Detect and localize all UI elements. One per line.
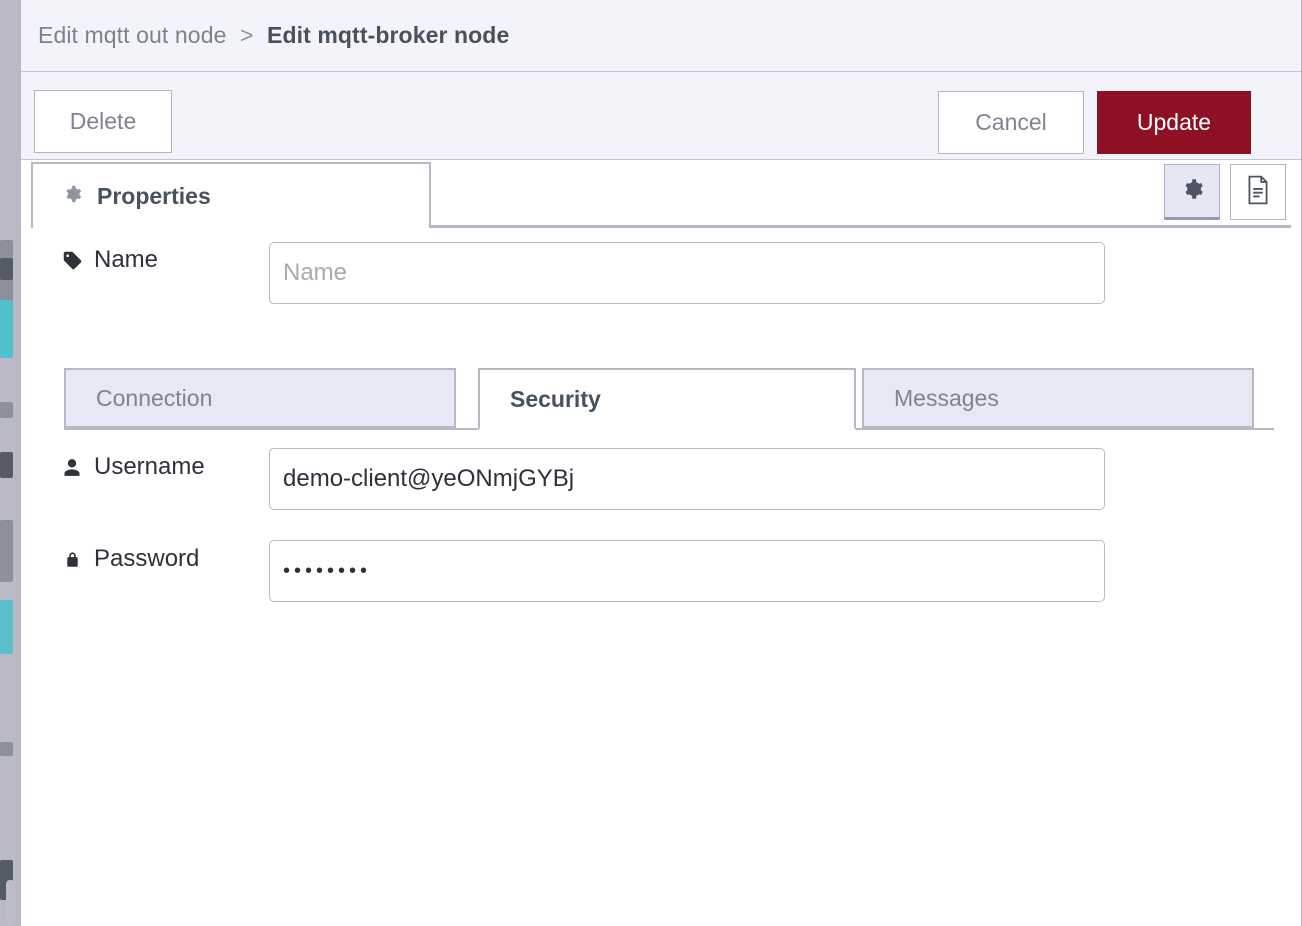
lock-icon: [61, 549, 83, 570]
breadcrumb-parent[interactable]: Edit mqtt out node: [38, 22, 227, 48]
config-gear-icon-button[interactable]: [1164, 164, 1220, 220]
password-label-group: Password: [61, 545, 271, 573]
breadcrumb: Edit mqtt out node > Edit mqtt-broker no…: [38, 22, 509, 49]
dialog-tabstrip: Properties: [21, 160, 1301, 228]
delete-button[interactable]: Delete: [34, 90, 172, 153]
breadcrumb-current: Edit mqtt-broker node: [267, 22, 510, 48]
subtab-connection[interactable]: Connection: [64, 368, 456, 428]
description-document-icon-button[interactable]: [1230, 164, 1286, 220]
canvas-node-fragment: [0, 742, 13, 756]
dialog-header: Edit mqtt out node > Edit mqtt-broker no…: [21, 0, 1301, 72]
canvas-node-fragment: [0, 452, 13, 478]
properties-panel: Name Connection Security Messages Userna…: [21, 228, 1301, 926]
password-row: Password: [61, 545, 271, 573]
security-subtab-bar: Connection Security Messages: [64, 368, 1274, 430]
name-row: Name: [61, 246, 271, 274]
breadcrumb-separator: >: [239, 22, 254, 48]
canvas-node-fragment: [0, 300, 13, 358]
subtab-security[interactable]: Security: [478, 368, 856, 430]
canvas-node-fragment: [0, 402, 13, 418]
update-button[interactable]: Update: [1097, 91, 1251, 154]
username-input[interactable]: [269, 448, 1105, 510]
subtab-messages[interactable]: Messages: [862, 368, 1254, 428]
canvas-node-fragment: [0, 520, 13, 582]
tag-icon: [61, 250, 83, 271]
cancel-button[interactable]: Cancel: [938, 91, 1084, 154]
name-input[interactable]: [269, 242, 1105, 304]
canvas-node-fragment: [0, 258, 13, 280]
config-gear-icon: [1179, 176, 1205, 207]
tab-properties[interactable]: Properties: [31, 162, 431, 228]
username-label-group: Username: [61, 453, 271, 481]
username-label: Username: [94, 453, 205, 480]
description-document-icon: [1245, 175, 1271, 210]
name-label: Name: [94, 246, 159, 273]
canvas-vertical-scrollbar[interactable]: [6, 880, 15, 926]
gear-icon: [61, 183, 83, 209]
user-icon: [61, 457, 83, 478]
username-row: Username: [61, 453, 271, 481]
dialog-action-toolbar: Delete Cancel Update: [21, 72, 1301, 160]
password-input[interactable]: ••••••••: [269, 540, 1105, 602]
edit-node-dialog: Edit mqtt out node > Edit mqtt-broker no…: [20, 0, 1302, 926]
password-label: Password: [94, 545, 200, 572]
tabstrip-underline: [429, 225, 1291, 228]
canvas-node-fragment: [0, 600, 13, 654]
name-label-group: Name: [61, 246, 271, 274]
tab-properties-label: Properties: [97, 182, 211, 209]
flow-canvas-backdrop: [0, 0, 20, 926]
